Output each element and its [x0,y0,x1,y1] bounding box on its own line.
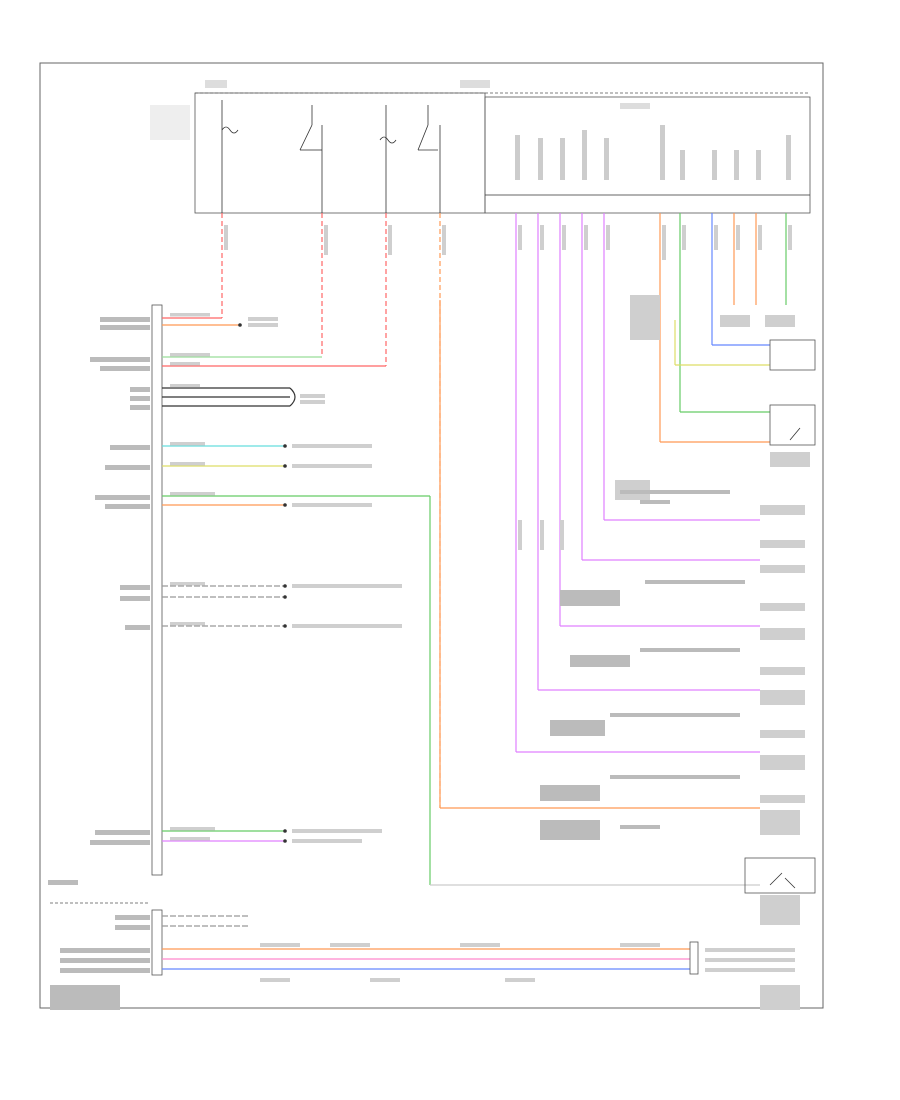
relay-icon [299,105,323,213]
switch-icon [769,872,796,889]
wire-group-right [515,213,787,753]
fuse-icon [221,126,239,134]
wire-color-code-marks [170,313,215,841]
switch-icon [789,427,801,441]
bottom-left-module [50,902,163,1010]
vertical-wire-codes [224,225,792,550]
diagram-frame [39,62,824,1009]
relay-icon [417,105,441,213]
module-label-box [150,105,190,140]
bottom-right-labels [260,943,795,982]
connector-dots [238,323,287,843]
left-module-connector [48,304,163,885]
module-label-box [460,80,490,88]
wire-group-top [162,213,760,886]
module-label-box [620,103,650,109]
module-pin-labels [515,125,791,180]
module-label-box [205,80,227,88]
fuse-icon [379,136,397,144]
fuse-relay-module [150,80,811,214]
wire-group-bottom [162,915,699,975]
right-components [540,295,816,1010]
wire-end-labels [248,317,402,843]
